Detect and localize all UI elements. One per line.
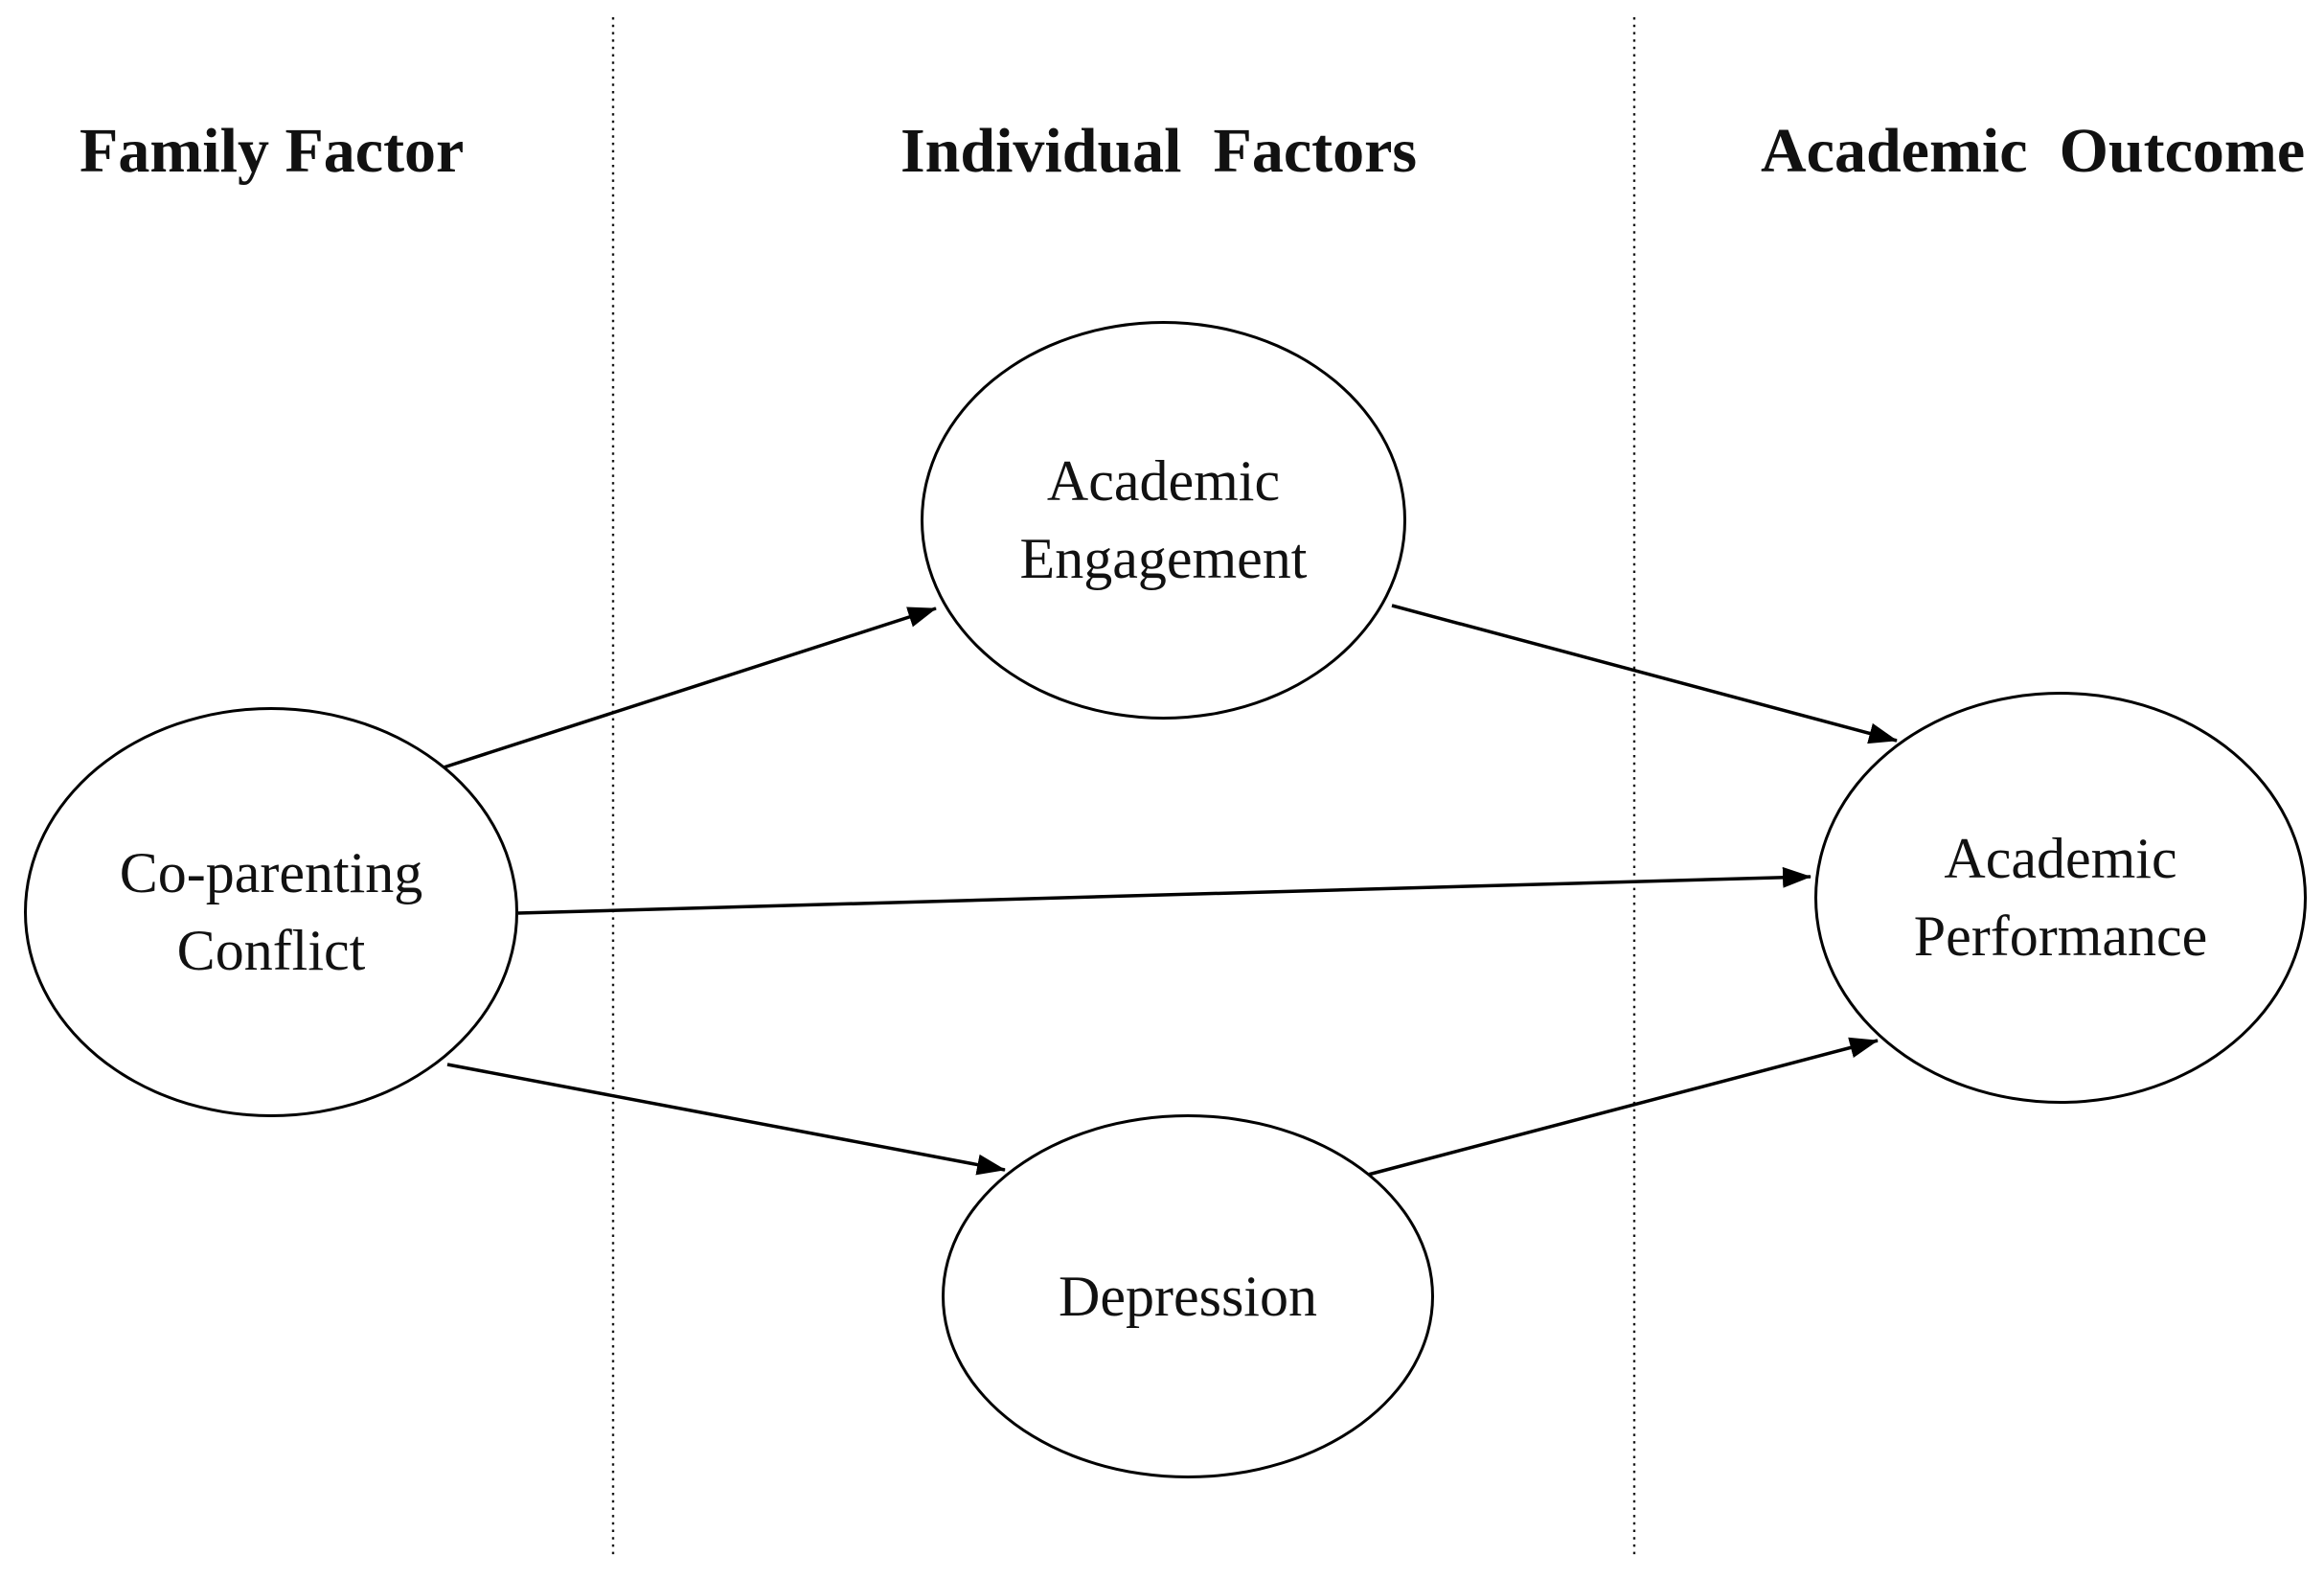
node-label-line: Performance <box>1913 904 2208 968</box>
node-label-line: Academic <box>1944 827 2177 890</box>
column-header-family-factor: Family Factor <box>80 116 465 186</box>
node-label-line: Academic <box>1046 449 1281 513</box>
node-co-parenting-conflict: Co-parenting Conflict <box>24 707 518 1117</box>
edge-conflict-to-depression <box>446 1063 1006 1176</box>
edge-depression-to-performance <box>1367 1037 1879 1177</box>
column-header-academic-outcome: Academic Outcome <box>1761 116 2306 186</box>
edge-engagement-to-performance <box>1391 604 1898 744</box>
node-label-line: Depression <box>1059 1264 1317 1328</box>
edge-conflict-to-performance <box>517 866 1811 915</box>
node-label-line: Co-parenting <box>119 841 423 904</box>
node-academic-engagement: Academic Engagement <box>921 321 1406 720</box>
node-label-line: Conflict <box>176 919 366 982</box>
edge-conflict-to-engagement <box>443 606 937 769</box>
node-academic-performance: Academic Performance <box>1814 692 2307 1104</box>
node-depression: Depression <box>942 1114 1434 1478</box>
node-label-line: Engagement <box>1019 527 1308 590</box>
column-header-individual-factors: Individual Factors <box>900 116 1418 186</box>
